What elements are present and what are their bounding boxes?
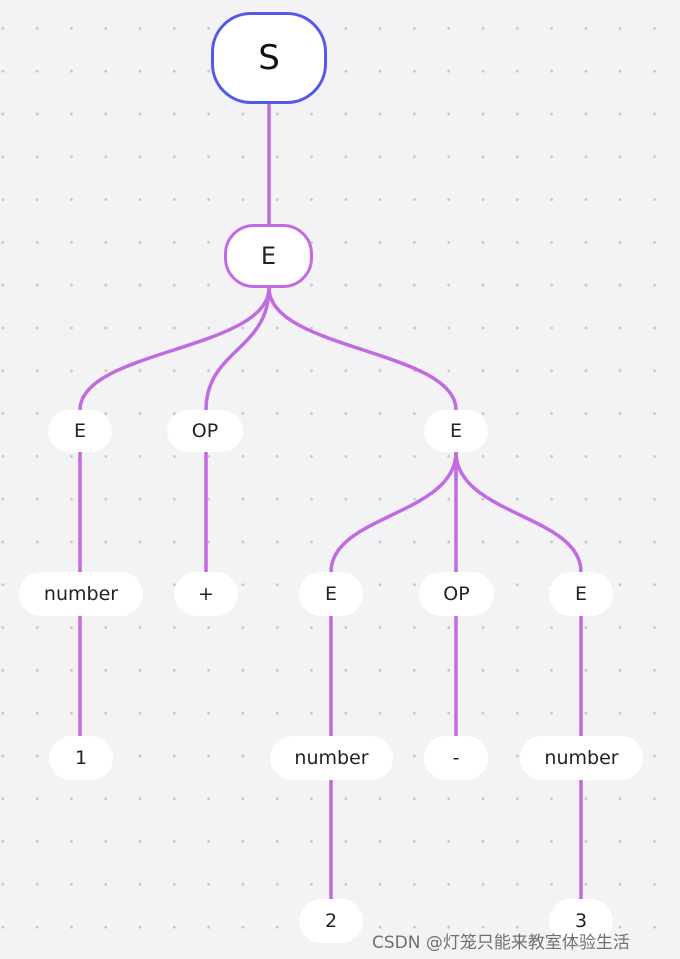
node-e-sub-left[interactable]: E [299, 572, 363, 616]
node-e-sub-right[interactable]: E [549, 572, 613, 616]
edge-e-op [204, 286, 271, 412]
node-plus-label: + [198, 583, 214, 605]
node-literal-3[interactable]: 3 [549, 899, 613, 943]
node-literal-1[interactable]: 1 [49, 736, 113, 780]
node-literal-2[interactable]: 2 [299, 899, 363, 943]
node-e-sub-right-label: E [574, 583, 587, 605]
node-literal-1-label: 1 [74, 747, 88, 769]
node-op-top-label: OP [191, 420, 219, 442]
node-minus-label: - [452, 747, 460, 769]
node-minus[interactable]: - [424, 736, 488, 780]
node-number-left[interactable]: number [19, 572, 143, 616]
node-e-sub-left-label: E [324, 583, 337, 605]
node-literal-3-label: 3 [574, 910, 588, 932]
node-e-left-label: E [73, 420, 86, 442]
node-number-right-label: number [544, 747, 619, 769]
edge-e-e-left [78, 286, 271, 412]
node-number-mid[interactable]: number [270, 736, 393, 780]
edge-e-e-sub-right [454, 450, 583, 574]
node-e-right-label: E [449, 420, 462, 442]
node-op-sub[interactable]: OP [419, 572, 494, 616]
node-e-right[interactable]: E [424, 410, 488, 452]
node-op-sub-label: OP [443, 583, 470, 605]
node-e-left[interactable]: E [48, 410, 112, 452]
node-e-level1[interactable]: E [224, 224, 313, 288]
node-op-top[interactable]: OP [167, 410, 243, 452]
node-s-root[interactable]: S [211, 12, 327, 104]
node-number-mid-label: number [294, 747, 369, 769]
node-e-level1-label: E [260, 242, 277, 270]
edge-e-e-sub-left [329, 450, 458, 574]
node-number-right[interactable]: number [520, 736, 643, 780]
node-literal-2-label: 2 [324, 910, 338, 932]
watermark: CSDN @灯笼只能来教室体验生活 [372, 933, 630, 953]
node-number-left-label: number [43, 583, 119, 605]
node-s-label: S [258, 38, 280, 78]
node-plus[interactable]: + [174, 572, 238, 616]
edge-e-e-right [267, 286, 458, 412]
